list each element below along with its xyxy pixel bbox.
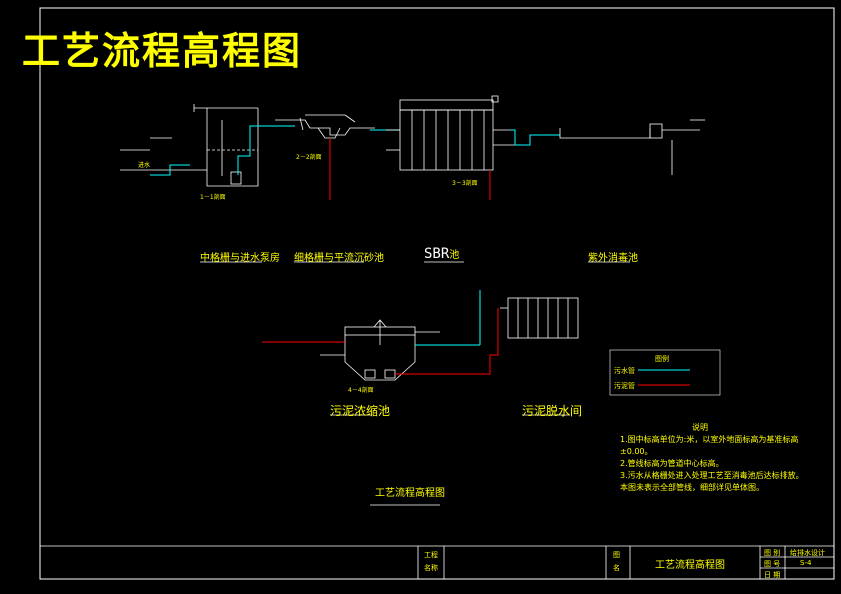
label-grit-chamber: 细格栅与平流沉砂池 <box>294 253 384 264</box>
note-4: 本图未表示全部管线，细部详见单体图。 <box>620 483 764 492</box>
callout-4: 4－4剖面 <box>348 387 374 394</box>
callout-2: 2－2剖面 <box>296 154 322 161</box>
page-title: 工艺流程高程图 <box>22 28 303 73</box>
callout-3: 3－3剖面 <box>452 180 478 187</box>
wastewater-line-1 <box>150 125 295 176</box>
legend-sludge: 污泥管 <box>614 382 635 390</box>
note-2: 2.管线标高为管道中心标高。 <box>620 459 724 468</box>
label-pump-house: 中格栅与进水泵房 <box>200 253 280 264</box>
tb-drawing-label: 图 <box>613 551 620 559</box>
uv-channel <box>559 119 705 175</box>
tb-r2-value: S-4 <box>800 559 812 567</box>
tb-drawing-label2: 名 <box>613 564 620 572</box>
dewatering-house <box>500 297 579 339</box>
tb-drawing-name: 工艺流程高程图 <box>655 560 725 571</box>
legend-box <box>609 349 721 396</box>
sbr-tank <box>386 95 515 171</box>
label-sbr: SBR池 <box>424 246 459 262</box>
tb-r1-label: 图 别 <box>764 549 781 557</box>
drawing-subtitle: 工艺流程高程图 <box>375 488 445 499</box>
notes-block: 说明 1.图中标高单位为:米，以室外地面标高为基准标高±0.00。 2.管线标高… <box>620 422 810 494</box>
outer-border <box>39 7 835 580</box>
label-thickener: 污泥浓缩池 <box>330 404 391 418</box>
tb-project-label2: 名称 <box>424 564 438 572</box>
pump-house <box>120 104 259 187</box>
note-1: 1.图中标高单位为:米，以室外地面标高为基准标高±0.00。 <box>620 435 799 456</box>
notes-header: 说明 <box>692 423 708 432</box>
legend-header: 图例 <box>655 355 669 363</box>
thickener-to-dewater-pipe <box>395 308 499 375</box>
note-3: 3.污水从格栅处进入处理工艺至消毒池后达标排放。 <box>620 471 804 480</box>
sludge-thickener <box>320 319 440 381</box>
legend-wastewater: 污水管 <box>614 367 635 375</box>
label-uv: 紫外消毒池 <box>588 253 638 264</box>
inlet-label: 进水 <box>138 162 151 169</box>
tb-r2-label: 图 号 <box>764 560 781 568</box>
callout-1: 1－1剖面 <box>200 194 226 201</box>
sbr-to-uv-pipe <box>510 129 560 146</box>
tb-r1-value: 给排水设计 <box>790 549 825 557</box>
label-dewater: 污泥脱水间 <box>522 404 583 418</box>
title-block <box>40 545 834 579</box>
tb-project-label: 工程 <box>424 551 438 559</box>
label-underlines <box>200 261 630 506</box>
tb-r3-label: 日 期 <box>764 571 781 579</box>
label-sbr-prefix: SBR <box>424 246 450 262</box>
label-sbr-suffix: 池 <box>449 250 460 261</box>
